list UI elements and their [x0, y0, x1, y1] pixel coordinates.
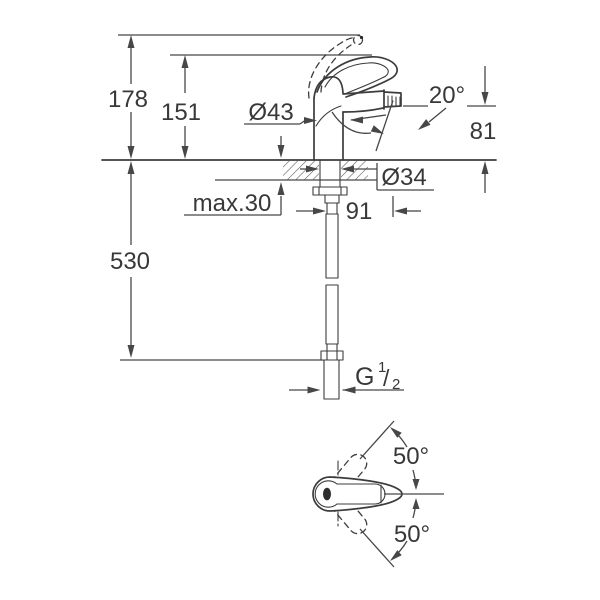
spout-reach-label: 91 — [346, 198, 373, 225]
dim-hole-diameter: Ø34 — [300, 163, 434, 191]
mounting-and-hose — [312, 159, 348, 400]
dim-spout-top-height: 151 — [161, 55, 201, 159]
dim-spout-outlet-height: 81 — [470, 66, 497, 193]
countertop-section — [283, 161, 368, 180]
dim-mounting-thickness: max.30 — [184, 136, 285, 217]
total-height-label: 178 — [108, 86, 148, 113]
handle-swivel-down-label: 50° — [394, 521, 430, 548]
dim-thread-size: G 1 / 2 — [289, 351, 404, 394]
faucet-side-view — [307, 34, 402, 161]
mounting-thickness-label: max.30 — [193, 190, 272, 217]
thread-size-label: G 1 / 2 — [355, 351, 400, 393]
handle-top-view: 50° 50° — [312, 420, 444, 568]
body-diameter-label: Ø43 — [248, 99, 293, 126]
dim-body-diameter: Ø43 — [244, 99, 317, 126]
dim-total-height: 178 — [108, 35, 148, 159]
spout-outlet-height-label: 81 — [470, 118, 497, 145]
dim-connection-length: 530 — [110, 161, 150, 358]
connection-length-label: 530 — [110, 248, 150, 275]
handle-swivel-up-label: 50° — [393, 443, 429, 470]
hole-diameter-label: Ø34 — [381, 164, 426, 191]
dim-stream-angle: 20° — [331, 82, 496, 152]
dim-spout-reach: 91 — [296, 196, 421, 225]
stream-angle-label: 20° — [429, 82, 465, 109]
spout-top-height-label: 151 — [161, 99, 201, 126]
